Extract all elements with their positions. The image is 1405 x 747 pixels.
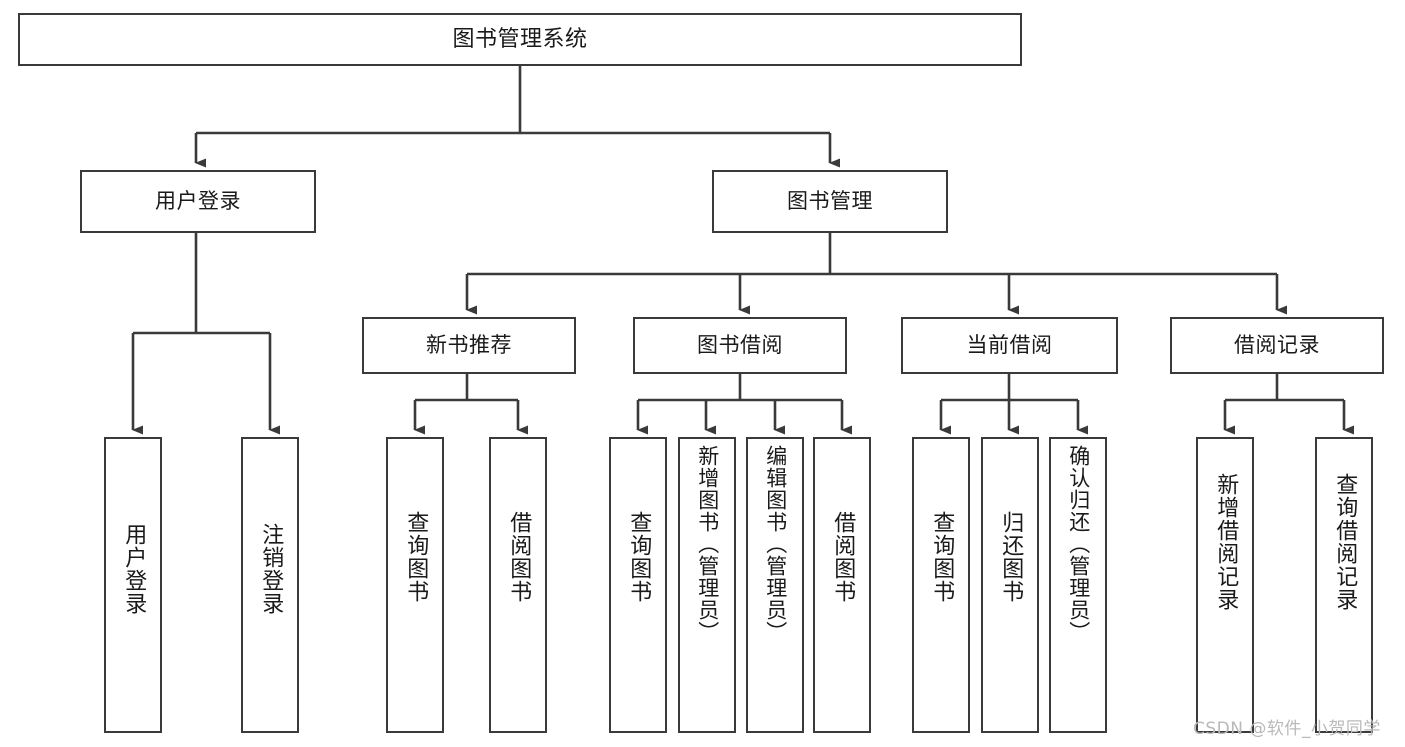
leaf-borrow-book-2[interactable]: 借阅图书 — [813, 437, 871, 733]
leaf-edit-book[interactable]: 编辑图书（管理员） — [746, 437, 804, 733]
leaf-return-book-label: 归还图书 — [998, 511, 1024, 603]
leaf-return-book[interactable]: 归还图书 — [981, 437, 1039, 733]
node-current-borrow-label: 当前借阅 — [966, 333, 1053, 358]
leaf-query-record[interactable]: 查询借阅记录 — [1315, 437, 1373, 733]
node-borrow-record[interactable]: 借阅记录 — [1170, 317, 1384, 374]
leaf-user-login-label: 用户登录 — [121, 523, 147, 615]
node-book-borrow[interactable]: 图书借阅 — [633, 317, 847, 374]
node-borrow-record-label: 借阅记录 — [1234, 333, 1320, 358]
node-user-login-label: 用户登录 — [155, 189, 241, 214]
leaf-query-book-3-label: 查询图书 — [929, 511, 955, 603]
leaf-add-book[interactable]: 新增图书（管理员） — [678, 437, 736, 733]
leaf-add-record-label: 新增借阅记录 — [1213, 473, 1239, 611]
leaf-borrow-book-2-label: 借阅图书 — [830, 511, 856, 603]
leaf-confirm-return[interactable]: 确认归还（管理员） — [1049, 437, 1107, 733]
leaf-query-book-1[interactable]: 查询图书 — [386, 437, 444, 733]
node-root[interactable]: 图书管理系统 — [18, 13, 1022, 66]
csdn-watermark: CSDN @软件_小贺同学 — [1193, 719, 1381, 739]
leaf-query-record-label: 查询借阅记录 — [1332, 473, 1358, 611]
node-user-login[interactable]: 用户登录 — [80, 170, 316, 233]
node-new-book-rec-label: 新书推荐 — [426, 333, 512, 358]
leaf-query-book-3[interactable]: 查询图书 — [912, 437, 970, 733]
leaf-user-login[interactable]: 用户登录 — [104, 437, 162, 733]
leaf-query-book-1-label: 查询图书 — [403, 511, 429, 603]
node-book-mgmt-label: 图书管理 — [787, 189, 873, 214]
leaf-logout-label: 注销登录 — [258, 523, 284, 615]
leaf-add-record[interactable]: 新增借阅记录 — [1196, 437, 1254, 733]
leaf-confirm-return-label: 确认归还（管理员） — [1066, 445, 1091, 643]
leaf-add-book-label: 新增图书（管理员） — [695, 445, 720, 643]
leaf-query-book-2-label: 查询图书 — [626, 511, 652, 603]
node-current-borrow[interactable]: 当前借阅 — [901, 317, 1118, 374]
leaf-query-book-2[interactable]: 查询图书 — [609, 437, 667, 733]
leaf-borrow-book-1[interactable]: 借阅图书 — [489, 437, 547, 733]
node-root-label: 图书管理系统 — [452, 26, 588, 52]
node-book-mgmt[interactable]: 图书管理 — [712, 170, 948, 233]
node-new-book-rec[interactable]: 新书推荐 — [362, 317, 576, 374]
node-book-borrow-label: 图书借阅 — [697, 333, 783, 358]
leaf-logout[interactable]: 注销登录 — [241, 437, 299, 733]
leaf-edit-book-label: 编辑图书（管理员） — [763, 445, 788, 643]
leaf-borrow-book-1-label: 借阅图书 — [506, 511, 532, 603]
